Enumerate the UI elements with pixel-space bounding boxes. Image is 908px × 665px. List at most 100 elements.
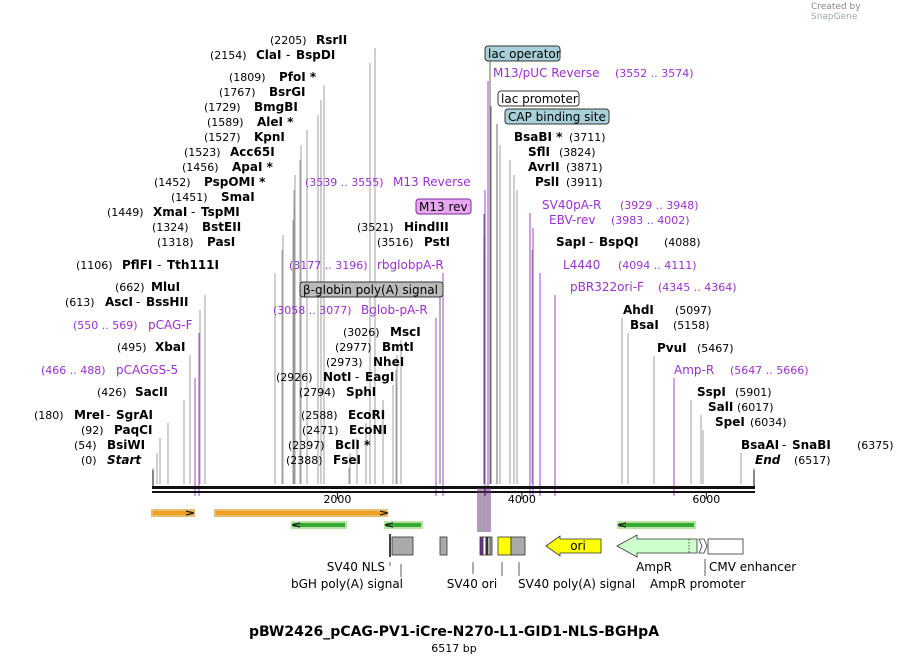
primer-name-amp-r: Amp-R (674, 363, 714, 377)
enzyme-position-acc65i: (1523) (184, 146, 221, 159)
enzyme-name-pfoi: PfoI * (279, 70, 317, 84)
ori-label: ori (570, 539, 586, 553)
enzyme-isoschizomer-sgrai: SgrAI (116, 408, 153, 422)
plasmid-title: pBW2426_pCAG-PV1-iCre-N270-L1-GID1-NLS-B… (248, 624, 660, 640)
enzyme-site-bsabi: BsaBI *(3711) (514, 130, 606, 144)
primer-site-bglob-pa-r: Bglob-pA-R(3058 .. 3077) (273, 303, 428, 317)
sv40-ori-label: SV40 ori (447, 577, 498, 591)
enzyme-position-end: (6517) (794, 454, 831, 467)
enzyme-name-bcli: BclI * (335, 438, 371, 452)
enzyme-position-sphi: (2794) (299, 386, 336, 399)
enzyme-position-ahdi: (5097) (675, 304, 712, 317)
feature-box-m13-rev: M13 rev (415, 198, 472, 215)
enzyme-site-bsteii: BstEII(1324) (152, 220, 241, 234)
enzyme-dash-sapi: - (589, 235, 593, 249)
enzyme-position-clai: (2154) (210, 49, 247, 62)
enzyme-position-noti: (2926) (276, 371, 313, 384)
enzyme-site-xmai: XmaI(1449)-TspMI (107, 205, 240, 219)
enzyme-site-bsiwi: BsiWI(54) (74, 438, 145, 452)
primer-name-rbglobpa-r: rbglobpA-R (377, 258, 444, 272)
enzyme-site-pflfi: PflFI(1106)-Tth111I (76, 258, 219, 272)
primer-site-m13-reverse: M13 Reverse(3539 .. 3555) (305, 175, 471, 189)
enzyme-position-ecori: (2588) (301, 409, 338, 422)
primer-range-amp-r: (5647 .. 5666) (730, 364, 809, 377)
primer-range-m13-puc-reverse: (3552 .. 3574) (615, 67, 694, 80)
feature-cmv-enhancer-box (707, 538, 744, 555)
feature-ampr-arrow (616, 534, 698, 558)
enzyme-position-psli: (3911) (566, 176, 603, 189)
feature-box-text-m13-rev: M13 rev (419, 200, 468, 214)
enzyme-position-psti: (3516) (377, 236, 414, 249)
primer-name-m13-puc-reverse: M13/pUC Reverse (493, 66, 600, 80)
enzyme-isoschizomer-tth111i: Tth111I (167, 258, 219, 272)
enzyme-position-nhei: (2973) (326, 356, 363, 369)
enzyme-position-bsrgi: (1767) (219, 86, 256, 99)
ampr-label: AmpR (636, 560, 672, 574)
ampr-promoter-label: AmpR promoter (650, 577, 745, 591)
enzyme-position-start: (0) (81, 454, 97, 467)
enzyme-position-mrei: (180) (34, 409, 64, 422)
enzyme-name-sapi: SapI (556, 235, 586, 249)
enzyme-name-bmti: BmtI (382, 340, 414, 354)
enzyme-name-end: End (755, 453, 781, 467)
enzyme-position-apai: (1456) (182, 161, 219, 174)
enzyme-dash-pflfi: - (157, 258, 161, 272)
credit-line: Created by SnapGene (811, 2, 908, 22)
enzyme-site-sali: SalI(6017) (708, 400, 774, 414)
enzyme-site-psli: PslI(3911) (535, 175, 603, 189)
enzyme-site-hindiii: HindIII(3521) (357, 220, 449, 234)
enzyme-dash-asci: - (136, 295, 140, 309)
sequence-backbone (152, 470, 755, 493)
enzyme-site-rsrii: RsrII(2205) (270, 33, 347, 47)
enzyme-position-rsrii: (2205) (270, 34, 307, 47)
primer-range-rbglobpa-r: (3177 .. 3196) (289, 259, 368, 272)
enzyme-site-pspomi: PspOMI *(1452) (154, 175, 266, 189)
primer-site-m13-puc-reverse: M13/pUC Reverse (3552 .. 3574) (493, 66, 694, 80)
enzyme-name-asci: AscI (105, 295, 133, 309)
enzyme-site-psti: PstI(3516) (377, 235, 450, 249)
enzyme-name-bmgbi: BmgBI (254, 100, 298, 114)
enzyme-name-pasi: PasI (207, 235, 235, 249)
enzyme-name-bsabi: BsaBI * (514, 130, 563, 144)
enzyme-site-ecori: EcoRI(2588) (301, 408, 385, 422)
enzyme-name-ahdi: AhdI (623, 303, 654, 317)
enzyme-name-xmai: XmaI (153, 205, 187, 219)
enzyme-site-bsai: BsaI(5158) (630, 318, 710, 332)
enzyme-name-hindiii: HindIII (404, 220, 449, 234)
enzyme-site-pasi: PasI (1318) (157, 235, 235, 249)
primer-range-pbr322ori-f: (4345 .. 4364) (658, 281, 737, 294)
enzyme-position-alei: (1589) (207, 116, 244, 129)
primer-range-ebv-rev: (3983 .. 4002) (611, 214, 690, 227)
enzyme-name-acc65i: Acc65I (230, 145, 275, 159)
primer-name-bglob-pa-r: Bglob-pA-R (361, 303, 428, 317)
enzyme-dash-mrei: - (106, 408, 110, 422)
enzyme-site-msci: MscI(3026) (343, 325, 421, 339)
enzyme-name-pflfi: PflFI (122, 258, 152, 272)
enzyme-position-bsaai: (6375) (857, 439, 894, 452)
enzyme-name-pvui: PvuI (657, 341, 687, 355)
feature-box-cap-site: CAP binding site (504, 108, 610, 125)
tick-label-2000: 2000 (323, 493, 351, 506)
enzyme-isoschizomer-bspqi: BspQI (599, 235, 639, 249)
primer-site-l4440: L4440(4094 .. 4111) (563, 258, 697, 272)
primer-name-ebv-rev: EBV-rev (549, 213, 595, 227)
enzyme-name-xbai: XbaI (155, 340, 185, 354)
feature-sv40-polya-box (510, 536, 526, 556)
enzyme-name-bsaai: BsaAI (741, 438, 779, 452)
primer-site-sv40pa-r: SV40pA-R(3929 .. 3948) (542, 198, 699, 212)
enzyme-position-bsiwi: (54) (74, 439, 97, 452)
enzyme-site-asci: AscI(613)-BssHII (65, 295, 188, 309)
enzyme-site-ahdi: AhdI (5097) (623, 303, 712, 317)
feature-labels: SV40 NLS bGH poly(A) signal SV40 ori SV4… (291, 560, 796, 591)
enzyme-site-bsaai: BsaAI(6375)-SnaBI (741, 438, 894, 452)
enzyme-name-bsrgi: BsrGI (269, 85, 306, 99)
enzyme-name-fsei: FseI (333, 453, 361, 467)
enzyme-site-end: End (6517) (755, 453, 831, 467)
enzyme-site-start: Start(0) (81, 453, 142, 467)
feature-grey-small-box (439, 536, 448, 556)
primer-range-pcag-f: (550 .. 569) (73, 319, 138, 332)
enzyme-position-pasi: (1318) (157, 236, 194, 249)
enzyme-site-apai: ApaI *(1456) (182, 160, 274, 174)
